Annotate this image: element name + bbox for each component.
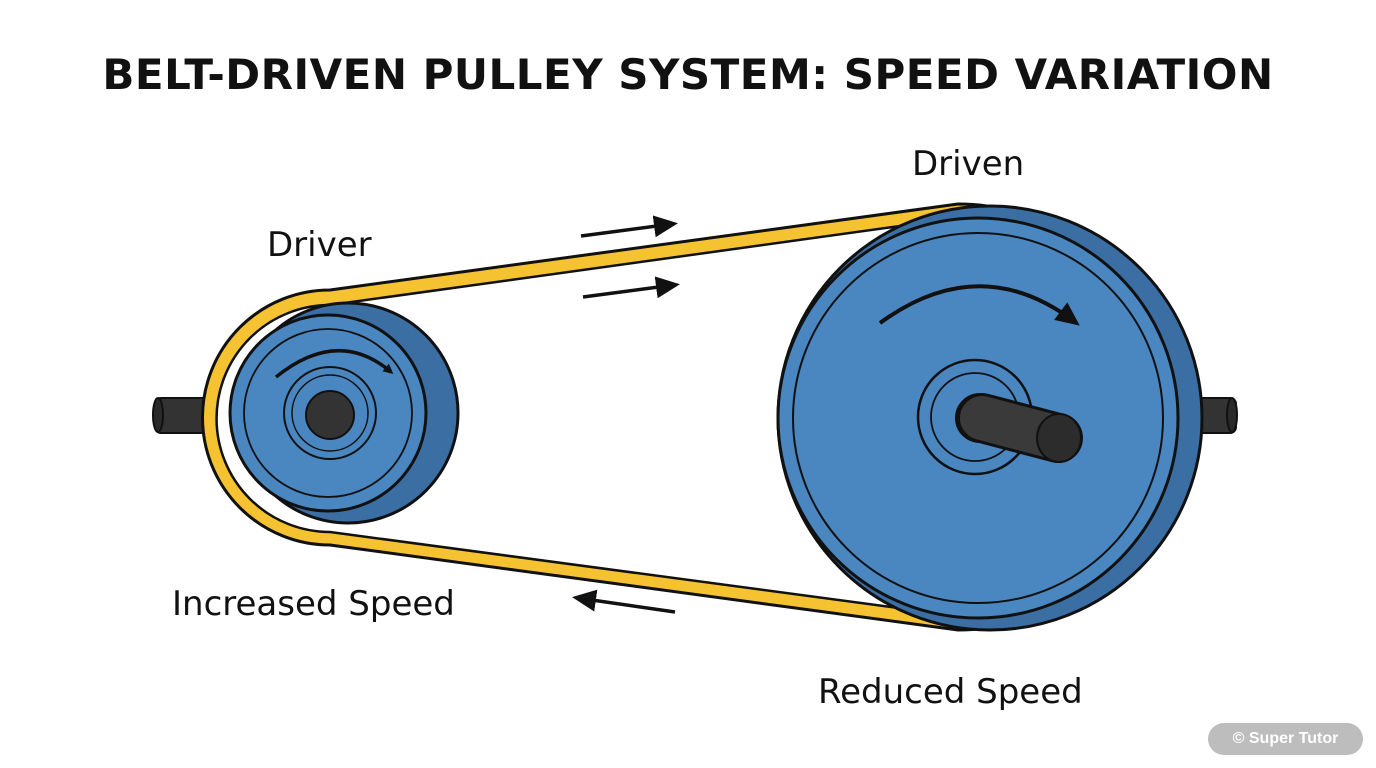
belt-top-arrow-2-icon xyxy=(582,276,680,299)
driven-rotation-arrow-icon xyxy=(878,284,1080,326)
driver-pulley xyxy=(228,301,460,525)
belt-bottom-arrow-icon xyxy=(572,589,676,614)
driver-label: Driver xyxy=(267,225,372,265)
diagram-title: BELT-DRIVEN PULLEY SYSTEM: SPEED VARIATI… xyxy=(102,50,1274,99)
belt-top-arrow-1-icon xyxy=(580,215,678,238)
driven-label: Driven xyxy=(912,144,1025,184)
reduced-speed-label: Reduced Speed xyxy=(818,672,1083,712)
driven-pulley xyxy=(776,204,1204,632)
driver-rotation-arrow-icon xyxy=(274,349,394,379)
watermark-badge: © Super Tutor xyxy=(1208,723,1363,755)
increased-speed-label: Increased Speed xyxy=(172,584,455,624)
